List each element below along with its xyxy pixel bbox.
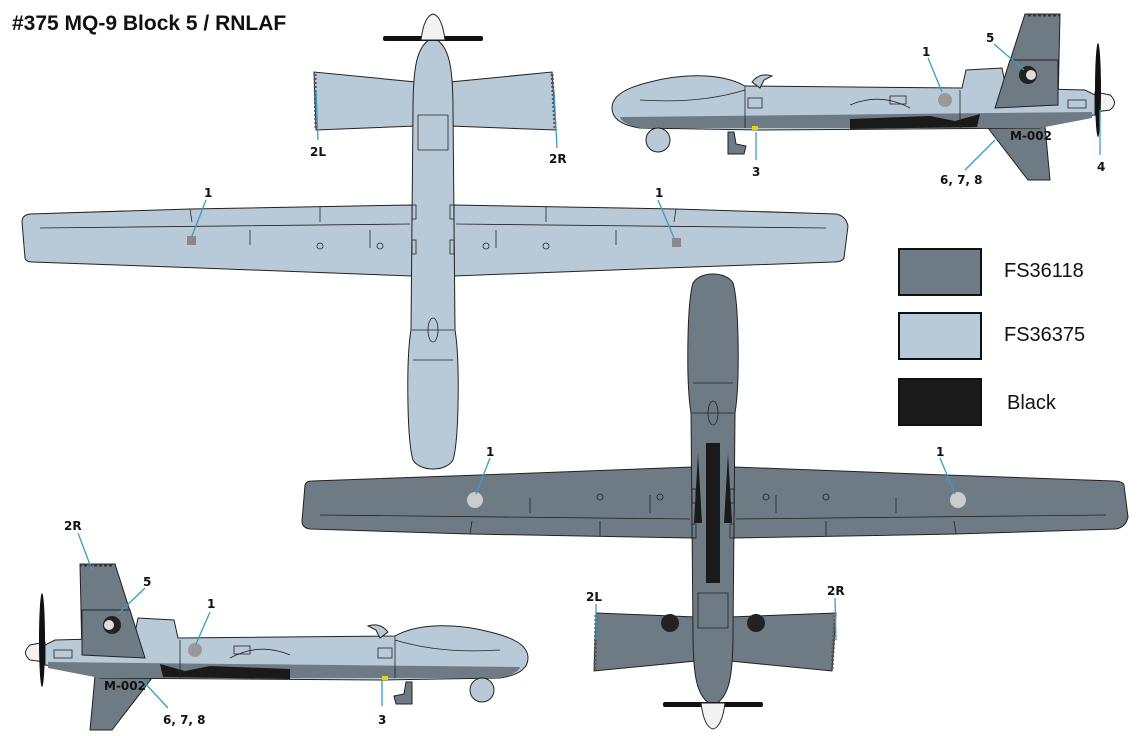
callout-1-bottom-left: 1: [486, 445, 494, 459]
callout-1-side-right: 1: [922, 45, 930, 59]
side-view-left: [24, 562, 530, 732]
callout-5-side-left: 5: [143, 575, 151, 589]
bottom-view: [300, 272, 1130, 731]
callout-3-side-right: 3: [752, 165, 760, 179]
serial-left: M-002: [104, 679, 146, 693]
callout-2r-side-left: 2R: [64, 519, 82, 533]
callout-3-side-left: 3: [378, 713, 386, 727]
legend-swatch-fs36118: [898, 248, 982, 296]
callout-5-side-right: 5: [986, 31, 994, 45]
callout-1-side-left: 1: [207, 597, 215, 611]
legend-swatch-black: [898, 378, 982, 426]
callout-2r-bottom: 2R: [827, 584, 845, 598]
legend-label-fs36375: FS36375: [1004, 324, 1086, 346]
legend-label-fs36118: FS36118: [1004, 260, 1084, 282]
callout-1-top-right: 1: [655, 186, 663, 200]
callout-1-bottom-right: 1: [936, 445, 944, 459]
serial-right: M-002: [1010, 129, 1052, 143]
legend-label-black: Black: [1007, 392, 1056, 414]
callout-1-top-left: 1: [204, 186, 212, 200]
callout-4-side-right: 4: [1097, 160, 1105, 174]
legend-swatch-fs36375: [898, 312, 982, 360]
callout-678-side-left: 6, 7, 8: [163, 713, 206, 727]
callout-2r-top: 2R: [549, 152, 567, 166]
page-title: #375 MQ-9 Block 5 / RNLAF: [12, 12, 287, 35]
callout-678-side-right: 6, 7, 8: [940, 173, 983, 187]
callout-2l-top: 2L: [310, 145, 326, 159]
side-view-right: [610, 12, 1116, 182]
callout-2l-bottom: 2L: [586, 590, 602, 604]
